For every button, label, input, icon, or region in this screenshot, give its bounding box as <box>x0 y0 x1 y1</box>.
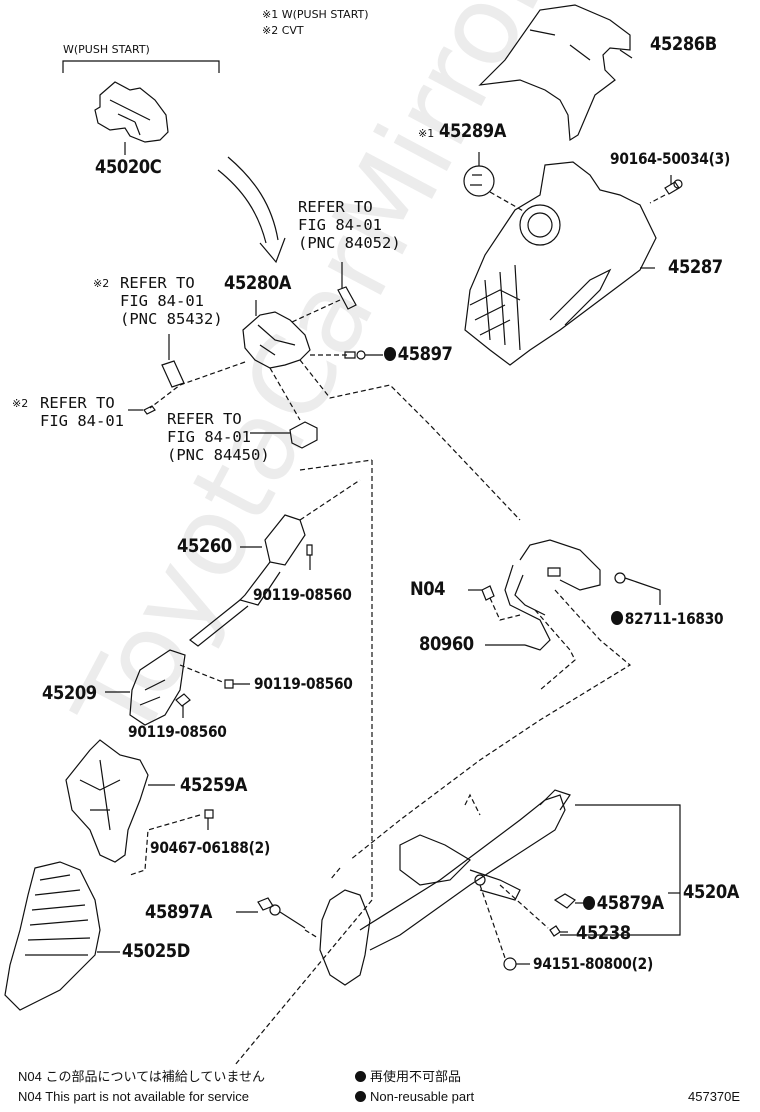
part-label-45259A[interactable]: 45259A <box>180 774 247 796</box>
part-45259A-drawing <box>65 739 214 876</box>
part-number: 45879A <box>596 892 664 914</box>
part-label-45209[interactable]: 45209 <box>42 682 97 704</box>
note-1-text: W(PUSH START) <box>281 8 369 21</box>
part-4520A-drawing <box>319 789 681 986</box>
part-84450-drawing <box>250 421 318 449</box>
part-45280A-drawing <box>149 299 521 521</box>
arrow-install <box>217 156 286 264</box>
legend-nonreusable-english: Non-reusable part <box>355 1090 474 1103</box>
note-2-text: CVT <box>281 24 304 37</box>
part-label-N04[interactable]: N04 <box>410 578 446 600</box>
screw-refer84-drawing <box>128 405 156 415</box>
refer-to-84-01[interactable]: REFER TO FIG 84-01 <box>40 394 124 430</box>
legend-text: 再使用不可部品 <box>370 1069 462 1084</box>
part-label-45287[interactable]: 45287 <box>668 256 723 278</box>
part-label-90119-08560-a[interactable]: 90119-08560 <box>253 585 352 604</box>
part-label-45289A-group: ※1 45289A <box>418 122 517 141</box>
part-label-4520A[interactable]: 4520A <box>683 881 739 903</box>
part-label-45020C[interactable]: 45020C <box>95 156 162 178</box>
part-label-45286B[interactable]: 45286B <box>650 33 717 55</box>
part-label-45260[interactable]: 45260 <box>177 535 232 557</box>
refer-85432-mark: ※2 <box>93 277 110 290</box>
note-1: ※1 W(PUSH START) <box>262 9 369 20</box>
note-mark-1: ※1 <box>418 127 435 140</box>
part-label-90164-50034[interactable]: 90164-50034(3) <box>610 149 730 168</box>
non-reusable-icon <box>384 347 397 361</box>
part-label-45897A[interactable]: 45897A <box>145 901 212 923</box>
part-label-45289A[interactable]: 45289A <box>438 120 506 142</box>
note-1-mark: ※1 <box>262 8 279 21</box>
part-number: 45897 <box>397 343 453 365</box>
part-84052-drawing <box>337 262 357 310</box>
part-label-45280A[interactable]: 45280A <box>224 272 291 294</box>
legend-n04-japanese: N04 この部品については補給していません <box>18 1069 266 1084</box>
part-45025D-drawing <box>4 861 120 1011</box>
part-label-45879A[interactable]: 45879A <box>583 894 664 913</box>
refer-to-85432[interactable]: REFER TO FIG 84-01 (PNC 85432) <box>120 274 223 328</box>
part-label-90467-06188[interactable]: 90467-06188(2) <box>150 838 270 857</box>
legend-text: Non-reusable part <box>370 1089 475 1104</box>
part-85432-drawing <box>161 334 185 388</box>
part-label-90119-08560-c[interactable]: 90119-08560 <box>128 722 227 741</box>
part-number: 82711-16830 <box>624 609 724 628</box>
figure-id: 457370E <box>688 1089 741 1104</box>
part-label-80960[interactable]: 80960 <box>419 633 474 655</box>
refer-to-84052[interactable]: REFER TO FIG 84-01 (PNC 84052) <box>298 198 401 252</box>
non-reusable-icon <box>583 896 596 910</box>
bolt-45897-drawing <box>344 350 383 360</box>
part-label-45025D[interactable]: 45025D <box>122 940 190 962</box>
part-45287-drawing <box>464 161 657 366</box>
bolt-45897A-drawing <box>236 897 319 939</box>
part-label-94151-80800[interactable]: 94151-80800(2) <box>533 954 653 973</box>
part-45020C-drawing <box>94 81 169 155</box>
part-label-45238[interactable]: 45238 <box>576 922 631 944</box>
bracket-push-start <box>62 60 220 73</box>
part-80960-drawing <box>349 539 661 861</box>
assembly-boundary <box>234 460 373 1066</box>
refer-84-mark: ※2 <box>12 397 29 410</box>
non-reusable-icon <box>611 611 624 625</box>
part-90164-drawing <box>649 175 683 204</box>
part-label-82711-16830[interactable]: 82711-16830 <box>611 609 724 628</box>
part-45260-drawing <box>189 479 361 647</box>
part-45289A-drawing <box>463 152 526 213</box>
bracket-label: W(PUSH START) <box>63 43 150 56</box>
note-2: ※2 CVT <box>262 25 304 36</box>
part-label-45897[interactable]: 45897 <box>384 343 453 365</box>
legend-nonreusable-japanese: 再使用不可部品 <box>355 1070 461 1083</box>
non-reusable-icon <box>355 1091 366 1102</box>
refer-to-84450[interactable]: REFER TO FIG 84-01 (PNC 84450) <box>167 410 270 464</box>
legend-n04-english: N04 This part is not available for servi… <box>18 1089 249 1104</box>
part-label-90119-08560-b[interactable]: 90119-08560 <box>254 674 353 693</box>
part-45286B-drawing <box>478 4 633 142</box>
part-45209-drawing <box>105 649 250 726</box>
non-reusable-icon <box>355 1071 366 1082</box>
note-2-mark: ※2 <box>262 24 279 37</box>
